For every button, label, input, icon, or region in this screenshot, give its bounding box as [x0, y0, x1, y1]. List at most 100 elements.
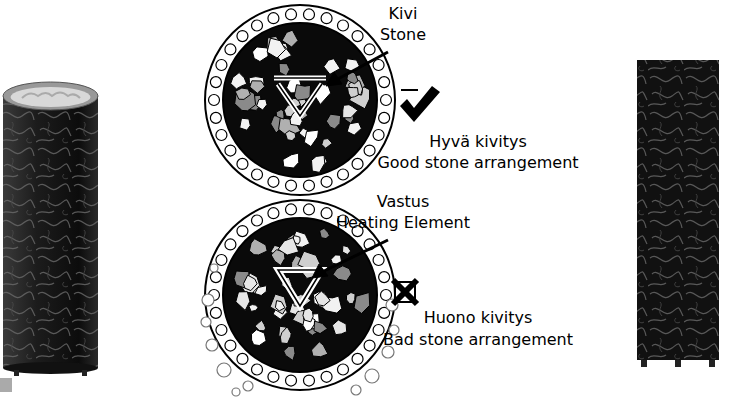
spilled-stone — [243, 381, 253, 391]
vent-hole — [321, 13, 332, 24]
spilled-stone — [206, 339, 218, 351]
stone — [235, 88, 250, 99]
vent-hole — [364, 340, 375, 351]
vent-hole — [352, 158, 363, 169]
stone — [279, 64, 290, 76]
leader-arrow — [312, 52, 388, 278]
vent-hole — [237, 226, 248, 237]
vent-hole — [252, 215, 263, 226]
stone — [285, 131, 295, 141]
stone — [283, 153, 299, 168]
vent-hole — [216, 60, 227, 71]
spilled-stone — [210, 264, 218, 272]
stone — [303, 308, 313, 322]
stone — [354, 293, 370, 314]
stone — [280, 327, 291, 344]
vent-hole — [303, 9, 314, 20]
spilled-stone — [232, 388, 240, 396]
good-top-view — [205, 5, 395, 195]
vent-hole — [303, 180, 314, 191]
stone — [312, 342, 328, 357]
vent-hole — [321, 176, 332, 187]
vent-hole — [225, 239, 236, 250]
vent-hole — [268, 208, 279, 219]
vent-hole — [268, 176, 279, 187]
vent-hole — [216, 324, 227, 335]
stone — [257, 99, 267, 110]
vent-hole — [286, 204, 297, 215]
vent-hole — [352, 353, 363, 364]
stone — [347, 122, 361, 135]
stone — [343, 246, 351, 255]
vent-hole — [216, 129, 227, 140]
stone — [315, 291, 330, 306]
stone — [276, 109, 284, 119]
vent-hole — [237, 353, 248, 364]
stone — [240, 118, 251, 130]
stone — [249, 305, 258, 312]
vent-hole — [252, 20, 263, 31]
vent-hole — [381, 95, 392, 106]
vent-hole — [338, 20, 349, 31]
vent-hole — [321, 371, 332, 382]
spilled-stone — [365, 369, 379, 383]
vent-hole — [303, 375, 314, 386]
check-mark — [400, 86, 440, 122]
label-text: Bad stone arrangement — [383, 330, 573, 350]
stone — [282, 30, 298, 47]
check-box-edge — [401, 89, 418, 91]
label-text: Kivi — [389, 4, 418, 24]
stone — [244, 275, 258, 290]
stone — [267, 38, 285, 58]
vent-hole — [252, 169, 263, 180]
vent-hole — [321, 208, 332, 219]
stone — [250, 81, 265, 94]
stone — [249, 239, 267, 255]
vent-hole — [352, 31, 363, 42]
vent-hole — [210, 77, 221, 88]
vent-hole — [225, 44, 236, 55]
stone — [324, 59, 340, 75]
vent-hole — [303, 204, 314, 215]
vent-hole — [379, 112, 390, 123]
vent-hole — [379, 77, 390, 88]
stone — [270, 294, 287, 314]
vent-hole — [373, 255, 384, 266]
vent-hole — [364, 44, 375, 55]
vent-hole — [210, 272, 221, 283]
stone — [294, 85, 310, 101]
vent-hole — [373, 324, 384, 335]
stone — [333, 266, 351, 281]
vent-hole — [268, 371, 279, 382]
stone — [304, 130, 318, 147]
label-text: Huono kivitys — [424, 308, 533, 328]
stone — [312, 155, 325, 172]
stone — [253, 47, 269, 62]
vent-hole — [252, 364, 263, 375]
vent-hole — [286, 375, 297, 386]
vent-hole — [373, 60, 384, 71]
stone — [236, 292, 250, 311]
cross-mark — [393, 280, 417, 304]
stone — [320, 228, 330, 238]
vent-hole — [379, 272, 390, 283]
vent-hole — [216, 255, 227, 266]
vent-hole — [210, 112, 221, 123]
spilled-stone — [202, 294, 214, 306]
marker-square — [0, 378, 12, 392]
vent-hole — [210, 307, 221, 318]
spilled-stone — [201, 317, 211, 327]
label-text: Good stone arrangement — [377, 153, 578, 173]
vent-hole — [373, 129, 384, 140]
stone — [347, 293, 356, 304]
stone — [284, 346, 295, 360]
square-heater — [637, 60, 719, 367]
vent-hole — [225, 340, 236, 351]
stone — [326, 114, 340, 129]
vent-hole — [268, 13, 279, 24]
vent-hole — [237, 31, 248, 42]
vent-hole — [338, 364, 349, 375]
vent-hole — [364, 145, 375, 156]
stone — [255, 320, 266, 331]
